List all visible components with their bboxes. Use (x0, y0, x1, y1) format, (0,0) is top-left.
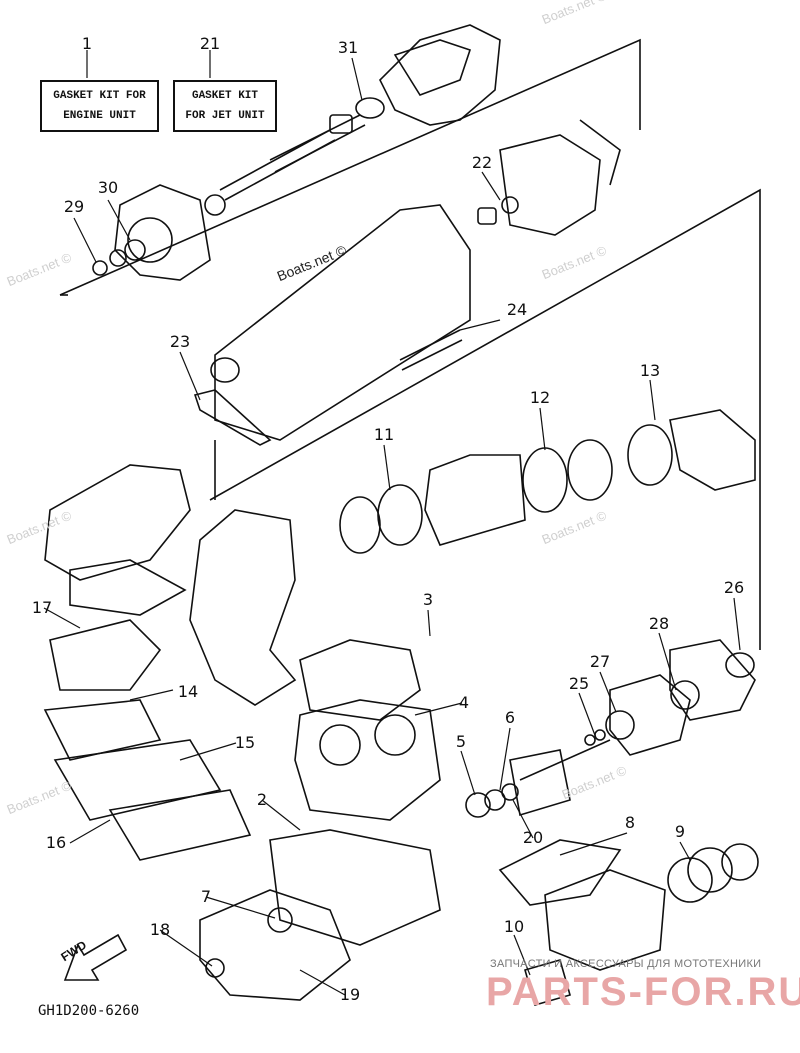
callout-6: 6 (504, 708, 516, 727)
callout-2: 2 (256, 790, 268, 809)
kit-line-2: ENGINE UNIT (63, 110, 136, 122)
callout-27: 27 (589, 652, 611, 671)
drive-shaft-part (204, 129, 336, 216)
stator-housing-part (477, 119, 621, 236)
kit-line-1: GASKET KIT FOR (53, 90, 146, 102)
kit-ref-1: 1 (81, 34, 93, 53)
callout-16: 16 (45, 833, 67, 852)
callout-26: 26 (723, 578, 745, 597)
cylinder-block-part (269, 639, 441, 946)
callout-9: 9 (674, 822, 686, 841)
kit-ref-21: 21 (199, 34, 221, 53)
exhaust-pipe-part (189, 509, 297, 706)
gasket-kit-engine-label: GASKET KIT FOR ENGINE UNIT (40, 80, 159, 132)
kit-line-2: FOR JET UNIT (185, 110, 265, 122)
magneto-cover-part (199, 889, 351, 1001)
gasket-kit-jet-label: GASKET KIT FOR JET UNIT (173, 80, 277, 132)
callout-10: 10 (503, 917, 525, 936)
callout-19: 19 (339, 985, 361, 1004)
brand-logo: PARTS-FOR.RU (486, 970, 800, 1014)
water-pump-part (605, 639, 756, 756)
callout-leaders (43, 50, 741, 996)
fwd-arrow-icon (63, 933, 128, 981)
callout-15: 15 (234, 733, 256, 752)
callout-14: 14 (177, 682, 199, 701)
callout-22: 22 (471, 153, 493, 172)
rotary-valve-part (465, 729, 611, 818)
brand-tagline: ЗАПЧАСТИ И АКСЕССУАРЫ ДЛЯ МОТОТЕХНИКИ (490, 958, 762, 970)
callout-7: 7 (200, 887, 212, 906)
callout-24: 24 (506, 300, 528, 319)
callout-29: 29 (63, 197, 85, 216)
water-box-part (44, 464, 191, 691)
callout-12: 12 (529, 388, 551, 407)
diagram-code: GH1D200-6260 (38, 1003, 140, 1019)
impeller-housing-part (269, 24, 501, 173)
callout-11: 11 (373, 425, 395, 444)
callout-30: 30 (97, 178, 119, 197)
intake-manifold-part (498, 839, 759, 1006)
callout-20: 20 (522, 828, 544, 847)
callout-31: 31 (337, 38, 359, 57)
callout-28: 28 (648, 614, 670, 633)
callout-17: 17 (31, 598, 53, 617)
pump-housing-part (92, 184, 211, 281)
callout-3: 3 (422, 590, 434, 609)
callout-4: 4 (458, 693, 470, 712)
callout-8: 8 (624, 813, 636, 832)
callout-25: 25 (568, 674, 590, 693)
callout-13: 13 (639, 361, 661, 380)
callout-5: 5 (455, 732, 467, 751)
kit-line-1: GASKET KIT (191, 90, 258, 102)
callout-18: 18 (149, 920, 171, 939)
reed-valve-part (43, 699, 252, 861)
exhaust-manifold-part (339, 409, 756, 554)
callout-23: 23 (169, 332, 191, 351)
intake-grate-part (193, 204, 471, 446)
jet-unit-outline (59, 38, 761, 650)
